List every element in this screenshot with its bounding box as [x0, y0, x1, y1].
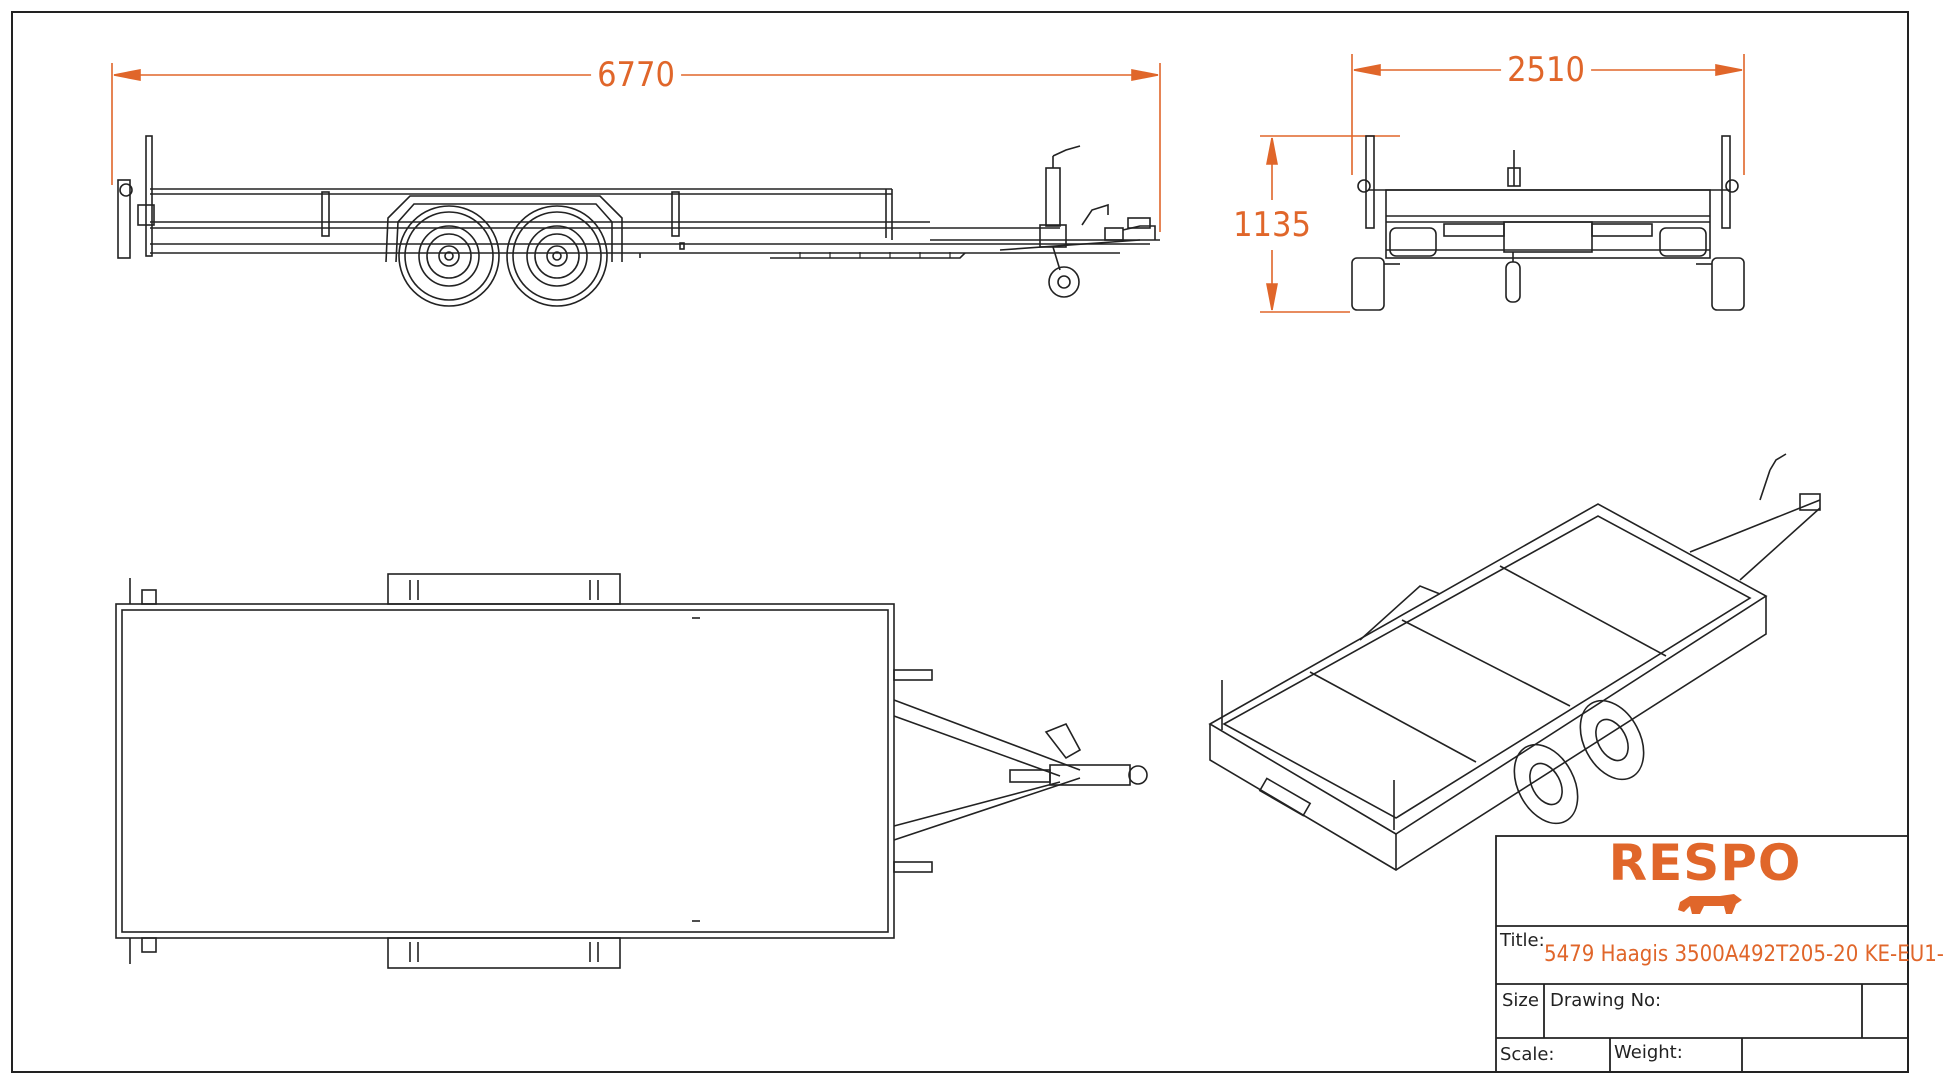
weight-label: Weight: — [1614, 1042, 1683, 1063]
wheel-front — [506, 205, 608, 307]
title-block — [1495, 835, 1909, 1073]
height-dimension-label: 1135 — [1227, 208, 1317, 242]
wheel-rear — [398, 205, 500, 307]
width-dimension-line — [1351, 54, 1745, 175]
isometric-view — [1208, 453, 1821, 871]
length-dimension-line — [111, 63, 1161, 232]
side-view — [111, 63, 1161, 307]
bull-logo-icon — [1678, 894, 1742, 914]
height-dimension-line — [1260, 135, 1400, 313]
scale-label: Scale: — [1500, 1044, 1555, 1065]
width-dimension-label: 2510 — [1501, 53, 1591, 87]
size-label: Size — [1502, 990, 1539, 1011]
length-dimension-label: 6770 — [591, 58, 681, 92]
title-value: 5479 Haagis 3500A492T205-20 KE-EU1- — [1544, 942, 1944, 967]
top-view — [115, 573, 1148, 969]
drawing-no-label: Drawing No: — [1550, 990, 1662, 1011]
front-view — [1260, 54, 1745, 313]
brand-logo-text: RESPO — [1608, 834, 1802, 892]
title-label: Title: — [1500, 930, 1545, 951]
sheet-border — [11, 11, 1909, 1073]
